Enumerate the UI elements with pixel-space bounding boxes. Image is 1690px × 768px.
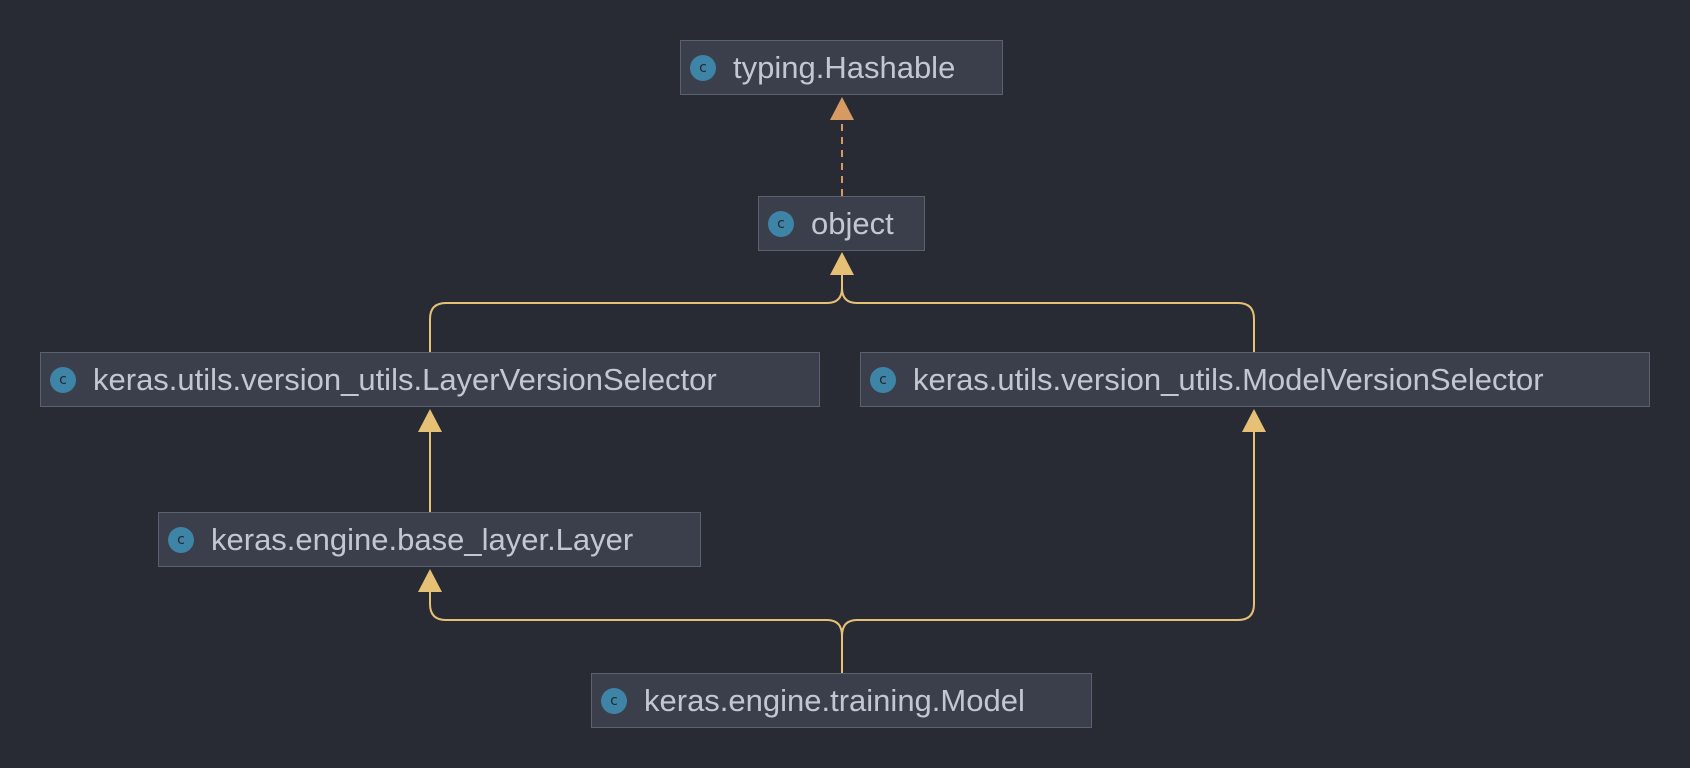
class-node-training-model[interactable]: c keras.engine.training.Model (591, 673, 1092, 728)
class-c-icon: c (870, 367, 896, 393)
arrowhead-object (830, 252, 854, 275)
class-node-base-layer[interactable]: c keras.engine.base_layer.Layer (158, 512, 701, 567)
edge-layer-version-selector-to-object (429, 275, 843, 352)
class-name-label: keras.utils.version_utils.ModelVersionSe… (913, 362, 1544, 397)
edge-model-to-base-layer (429, 592, 843, 673)
class-node-typing-hashable[interactable]: c typing.Hashable (680, 40, 1003, 95)
class-c-icon: c (168, 527, 194, 553)
edge-model-to-model-version-selector (841, 432, 1255, 673)
class-name-label: keras.engine.base_layer.Layer (211, 522, 634, 557)
arrowhead-model-version-selector (1242, 409, 1266, 432)
edge-model-version-selector-to-object (841, 275, 1255, 352)
arrowhead-layer-version-selector (418, 409, 442, 432)
class-c-icon: c (768, 211, 794, 237)
class-node-object[interactable]: c object (758, 196, 925, 251)
class-name-label: object (811, 206, 894, 241)
class-name-label: keras.engine.training.Model (644, 683, 1025, 718)
class-c-icon: c (690, 55, 716, 81)
arrowhead-hashable (830, 97, 854, 120)
class-c-icon: c (50, 367, 76, 393)
class-name-label: typing.Hashable (733, 50, 956, 85)
class-c-icon: c (601, 688, 627, 714)
class-node-layer-version-selector[interactable]: c keras.utils.version_utils.LayerVersion… (40, 352, 820, 407)
arrowhead-base-layer (418, 569, 442, 592)
class-name-label: keras.utils.version_utils.LayerVersionSe… (93, 362, 717, 397)
class-node-model-version-selector[interactable]: c keras.utils.version_utils.ModelVersion… (860, 352, 1650, 407)
